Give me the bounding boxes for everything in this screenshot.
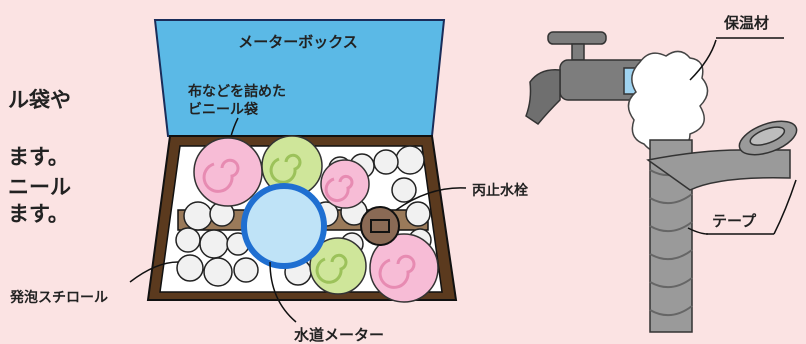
stop-valve — [360, 206, 400, 246]
bag-label-line-1: 布などを詰めた — [188, 83, 286, 100]
styrofoam-label: 発泡スチロール — [9, 289, 108, 306]
insulation-leader-line — [689, 39, 717, 81]
tape-label: テープ — [712, 212, 757, 230]
meter-box: メーターボックス 布などを詰めた ビニール袋 — [9, 19, 528, 344]
tape-leader-line-2 — [773, 179, 797, 235]
meter-leader-line — [269, 261, 297, 323]
bag-label-line-2: ビニール袋 — [188, 101, 259, 118]
water-meter — [241, 183, 327, 269]
insulation-material — [627, 50, 709, 153]
left-text-line-3: ニール — [8, 175, 71, 199]
valve-leader-line — [395, 187, 467, 211]
pink-cloth-bags — [193, 137, 439, 303]
tape-wrap — [649, 165, 693, 317]
hose-nozzle — [738, 120, 798, 156]
left-text-line-2: ます。 — [8, 145, 69, 169]
valve-label: 丙止水栓 — [472, 182, 528, 199]
meter-label: 水道メーター — [294, 326, 384, 344]
meter-box-lid-label: メーターボックス — [238, 33, 358, 51]
green-cloth-bags — [261, 135, 367, 295]
left-explanation-text: ル袋や ます。 ニール ます。 — [8, 88, 71, 226]
insulation-label: 保温材 — [723, 14, 769, 32]
styrofoam-leader-line — [129, 261, 179, 283]
insulated-faucet: 保温材 テープ — [525, 14, 798, 333]
left-text-line-1: ル袋や — [8, 88, 71, 112]
left-text-line-4: ます。 — [8, 202, 69, 226]
